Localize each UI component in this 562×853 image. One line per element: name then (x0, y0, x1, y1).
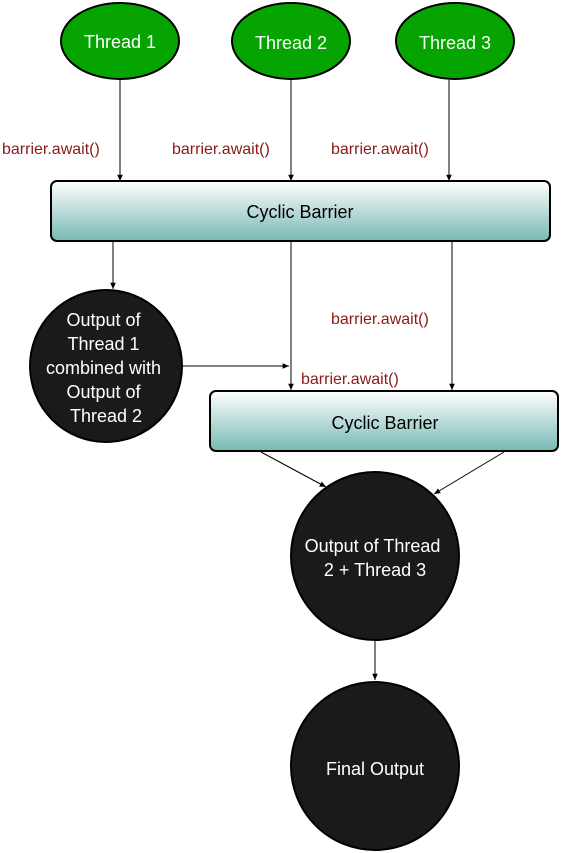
await-labels: barrier.await() barrier.await() barrier.… (2, 141, 429, 388)
output-combined-2-3: Output of Thread 2 + Thread 3 (290, 471, 460, 641)
output-text: Output of Thread 2 + Thread 3 (305, 536, 446, 580)
await-label-thread2: barrier.await() (172, 141, 270, 158)
edges (110, 80, 505, 680)
edge-barrier2-to-output23-right (433, 451, 505, 495)
output-line: Output of (66, 382, 141, 402)
await-label-barrier-right: barrier.await() (331, 311, 429, 328)
await-label-output12: barrier.await() (301, 371, 399, 388)
thread-label: Thread 2 (255, 33, 327, 53)
output-line: Output of Thread (305, 536, 441, 556)
output-line: Thread 2 (70, 406, 142, 426)
cyclic-barrier-1: Cyclic Barrier (50, 180, 551, 242)
final-output: Final Output (290, 681, 460, 851)
thread-node-3: Thread 3 (395, 2, 515, 80)
barrier-label: Cyclic Barrier (331, 413, 438, 433)
barrier-label: Cyclic Barrier (246, 202, 353, 222)
output-line: Final Output (326, 759, 424, 779)
output-text: Output of Thread 1 combined with Output … (46, 310, 166, 426)
await-label-thread1: barrier.await() (2, 141, 100, 158)
output-line: Output of (66, 310, 141, 330)
output-text: Final Output (326, 759, 424, 779)
edge-barrier2-to-output23-left (260, 451, 327, 488)
output-line: Thread 1 (67, 334, 139, 354)
thread-label: Thread 3 (419, 33, 491, 53)
await-label-thread3: barrier.await() (331, 141, 429, 158)
thread-node-2: Thread 2 (231, 2, 351, 80)
output-line: combined with (46, 358, 161, 378)
output-line: 2 + Thread 3 (324, 560, 426, 580)
output-combined-1-2: Output of Thread 1 combined with Output … (29, 289, 183, 443)
cyclic-barrier-2: Cyclic Barrier (209, 390, 559, 452)
thread-node-1: Thread 1 (60, 2, 180, 80)
thread-label: Thread 1 (84, 32, 156, 52)
